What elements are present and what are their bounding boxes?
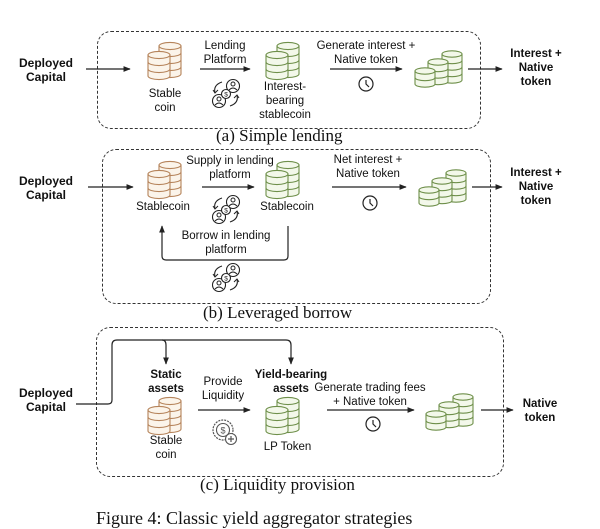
- panel-a-caption: (a) Simple lending: [216, 126, 343, 145]
- clock-icon: [362, 195, 378, 211]
- liquidity-coin-plus-icon: $: [212, 419, 238, 446]
- panel-c-edge2-label: Generate trading fees + Native token: [314, 382, 426, 408]
- svg-text:$: $: [220, 426, 225, 436]
- clock-icon: [358, 76, 374, 92]
- panel-a-output-label: Interest + Native token: [510, 48, 562, 88]
- arrow-c-input-split: [76, 339, 169, 405]
- coins-stack-icon: [418, 169, 467, 207]
- arrow-c-to-yield: [162, 339, 294, 365]
- arrow-b-borrow-loop: [159, 225, 289, 261]
- panel-b-output-label: Interest + Native token: [510, 167, 562, 207]
- stablecoin-green-stack-icon: [265, 160, 300, 200]
- panel-a-node1-label: Stable coin: [148, 88, 182, 114]
- panel-b-frame: [102, 149, 491, 304]
- clock-icon: [365, 416, 381, 432]
- panel-b-edge3-label: Net interest + Native token: [333, 154, 403, 180]
- coins-stack-icon: [425, 393, 474, 431]
- panel-c-edge1-label: Provide Liquidity: [201, 376, 245, 402]
- stablecoin-stack-icon: [147, 396, 182, 436]
- panel-a-frame: [97, 31, 481, 129]
- panel-c-input-label: Deployed Capital: [18, 386, 73, 414]
- panel-b-node1-label: Stablecoin: [136, 201, 190, 213]
- panel-a-node2-label: Interest-bearing stablecoin: [259, 81, 311, 121]
- panel-c-group1-label: Static assets: [148, 369, 184, 395]
- lending-exchange-icon: $: [211, 194, 241, 225]
- lp-token-stack-icon: [265, 396, 300, 436]
- panel-c-output-label: Native token: [522, 398, 558, 424]
- panel-c-caption: (c) Liquidity provision: [200, 475, 355, 494]
- panel-a-edge2-label: Generate interest + Native token: [316, 40, 416, 66]
- panel-c-group2-label: Yield-bearing assets: [254, 369, 328, 395]
- coins-stack-icon: [414, 50, 463, 88]
- panel-b-caption: (b) Leveraged borrow: [203, 303, 353, 322]
- lending-exchange-icon: $: [211, 78, 241, 109]
- panel-a-input-label: Deployed Capital: [18, 56, 73, 84]
- stablecoin-stack-icon: [147, 160, 182, 200]
- lending-exchange-icon: $: [211, 262, 241, 293]
- svg-text:$: $: [224, 208, 228, 215]
- figure-caption: Figure 4: Classic yield aggregator strat…: [96, 508, 413, 528]
- panel-b-edge1-label: Supply in lending platform: [186, 155, 274, 181]
- panel-c-node1-label: Stable coin: [149, 435, 183, 461]
- interest-bearing-stack-icon: [265, 41, 300, 81]
- svg-text:$: $: [224, 276, 228, 283]
- panel-b-node2-label: Stablecoin: [260, 201, 314, 213]
- svg-text:$: $: [224, 92, 228, 99]
- panel-b-input-label: Deployed Capital: [18, 174, 73, 202]
- panel-c-frame: [96, 327, 504, 477]
- panel-b-edge2-label: Borrow in lending platform: [181, 230, 271, 256]
- panel-c-node2-label: LP Token: [263, 441, 312, 453]
- stablecoin-stack-icon: [147, 41, 182, 81]
- panel-a-edge1-label: Lending Platform: [203, 40, 247, 66]
